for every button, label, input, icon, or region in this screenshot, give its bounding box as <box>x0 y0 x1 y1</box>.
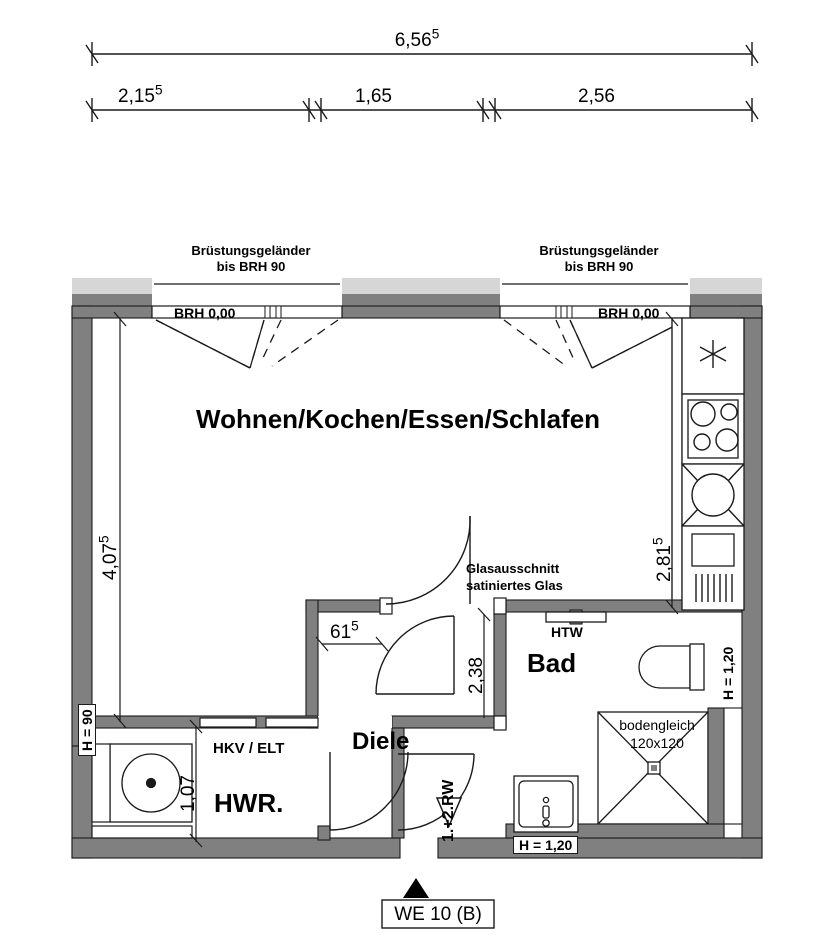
window-frames <box>151 305 691 319</box>
interior-walls <box>91 317 743 839</box>
overall-width-dimension: 6,565 <box>394 26 440 51</box>
basin-wall-height-label: H = 1,20 <box>513 836 579 854</box>
segment-dimension-1: 2,155 <box>118 82 163 107</box>
washbasin <box>513 775 579 833</box>
balcony-rail-note-right: Brüstungsgeländer bis BRH 90 <box>539 243 659 275</box>
wc-fixture <box>638 643 705 691</box>
brh-label-right: BRH 0,00 <box>598 305 660 321</box>
dimension-kitchen-run: 2,815 <box>650 537 675 582</box>
interior-dimension-lines <box>113 311 679 848</box>
dimension-diele-offset: 615 <box>330 618 359 643</box>
dimension-left-room-depth: 4,075 <box>96 535 121 580</box>
segment-dimension-2: 1,65 <box>355 86 392 107</box>
washing-machine-height-label: H = 90 <box>78 704 96 756</box>
segment-dimension-3: 2,56 <box>578 86 615 107</box>
door-swing-arcs <box>329 515 475 831</box>
shower-tray <box>597 711 709 825</box>
washing-machine <box>109 743 193 823</box>
unit-tag-label: WE 10 (B) <box>394 904 482 925</box>
window-sash-solid <box>155 319 687 369</box>
room-label-living: Wohnen/Kochen/Essen/Schlafen <box>196 404 601 434</box>
wc-wall-height-label: H = 1,20 <box>720 646 736 700</box>
dimension-chain-group <box>85 42 759 122</box>
hot-water-tank <box>545 611 607 623</box>
room-label-hall: Diele <box>352 728 410 755</box>
hwr-niche <box>91 743 193 839</box>
exterior-walls <box>71 305 763 859</box>
hot-water-tank-label: HTW <box>551 624 583 640</box>
smoke-detector-label: 1.+2.RW <box>440 779 457 842</box>
hkv-elt-cabinets <box>199 717 319 728</box>
room-label-utility: HWR. <box>214 788 284 818</box>
shower-note: bodengleich 120x120 <box>619 717 695 752</box>
dimension-hwr-width: 1,07 <box>178 775 199 812</box>
dimension-bath-width: 2,38 <box>466 657 487 694</box>
room-label-bath: Bad <box>527 648 577 678</box>
glass-cutout-note: Glasausschnitt satiniertes Glas <box>466 561 563 593</box>
unit-tag-box <box>381 899 495 929</box>
smoke-detector-marker <box>435 797 463 828</box>
entrance-arrow <box>403 878 429 898</box>
balcony-rail-note-left: Brüstungsgeländer bis BRH 90 <box>191 243 311 275</box>
brh-label-left: BRH 0,00 <box>174 305 236 321</box>
hkv-elt-label: HKV / ELT <box>213 740 285 757</box>
kitchen-symbols <box>681 340 745 602</box>
